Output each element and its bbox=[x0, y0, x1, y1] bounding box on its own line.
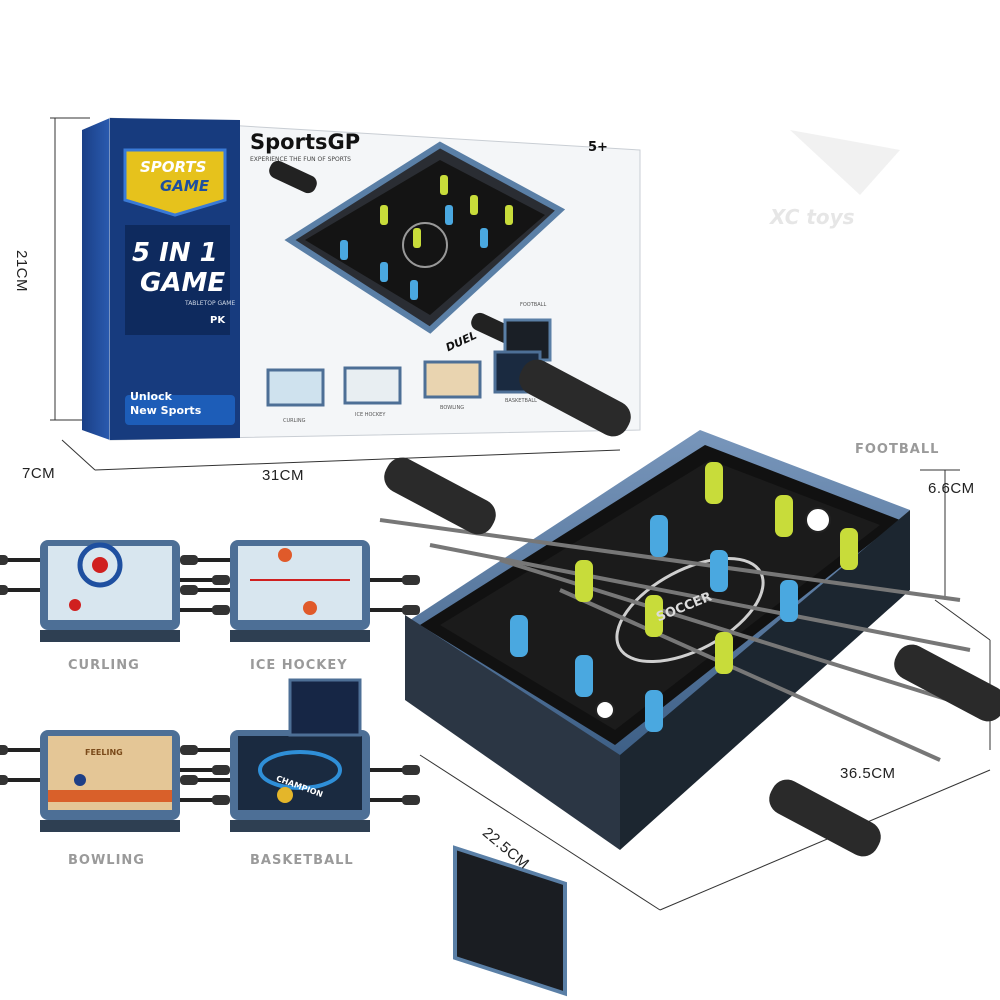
box-brand: SportsGP bbox=[250, 130, 361, 154]
headline-panel bbox=[125, 225, 230, 335]
watermark-logo bbox=[790, 130, 900, 195]
box-foosball-image bbox=[269, 141, 566, 362]
box-mini-label-basketball: BASKETBALL bbox=[505, 398, 537, 404]
soccer-ball bbox=[805, 507, 831, 533]
box-mini-label-ice-hockey: ICE HOCKEY bbox=[355, 412, 386, 418]
handles bbox=[384, 359, 1000, 857]
table-height-dimension-label: 6.6CM bbox=[928, 480, 975, 497]
players-blue bbox=[510, 515, 798, 732]
unlock-panel bbox=[125, 395, 235, 425]
badge-line-2: GAME bbox=[160, 177, 210, 195]
box-pk: PK bbox=[210, 315, 226, 326]
box-mini-label-curling: CURLING bbox=[283, 418, 306, 424]
height-dimension-label: 21CM bbox=[13, 250, 30, 293]
headline-sub: TABLETOP GAME bbox=[185, 300, 236, 307]
mini-table-bowling bbox=[0, 728, 232, 834]
box-football-small: FOOTBALL bbox=[520, 302, 547, 308]
headline-1: 5 IN 1 bbox=[132, 238, 218, 268]
bowling-label: BOWLING bbox=[68, 853, 145, 868]
football-label: FOOTBALL bbox=[855, 442, 940, 457]
large-foosball-table bbox=[379, 359, 1000, 997]
ice-hockey-label: ICE HOCKEY bbox=[250, 658, 348, 673]
sports-game-badge bbox=[123, 148, 227, 217]
soccer-ball-small bbox=[595, 700, 615, 720]
box-mini-images bbox=[266, 350, 542, 407]
goal-box-front bbox=[453, 845, 567, 997]
curling-label: CURLING bbox=[68, 658, 140, 673]
box-tagline: EXPERIENCE THE FUN OF SPORTS bbox=[250, 156, 351, 163]
unlock-line-2: New Sports bbox=[130, 404, 202, 417]
mini-table-curling bbox=[0, 538, 232, 644]
product-box bbox=[82, 117, 641, 441]
depth-dimension-label: 7CM bbox=[22, 465, 56, 482]
box-side-text: 5 IN 1 GAME bbox=[66, 190, 82, 287]
width-dimension-label: 31CM bbox=[262, 467, 305, 484]
mini-table-basketball bbox=[178, 678, 422, 834]
table-length-dimension-label: 36.5CM bbox=[840, 765, 896, 782]
headline-2: GAME bbox=[140, 268, 226, 298]
box-age: 5+ bbox=[588, 140, 608, 155]
watermark-text: XC toys bbox=[770, 205, 855, 229]
badge-line-1: SPORTS bbox=[140, 158, 207, 176]
unlock-line-1: Unlock bbox=[130, 390, 172, 403]
basketball-label: BASKETBALL bbox=[250, 853, 354, 868]
players-yellow bbox=[575, 462, 858, 674]
dimension-lines bbox=[50, 117, 991, 911]
box-mini-label-bowling: BOWLING bbox=[440, 405, 465, 411]
bowling-table-logo: FEELING bbox=[85, 748, 123, 757]
mini-table-ice-hockey bbox=[178, 538, 422, 644]
